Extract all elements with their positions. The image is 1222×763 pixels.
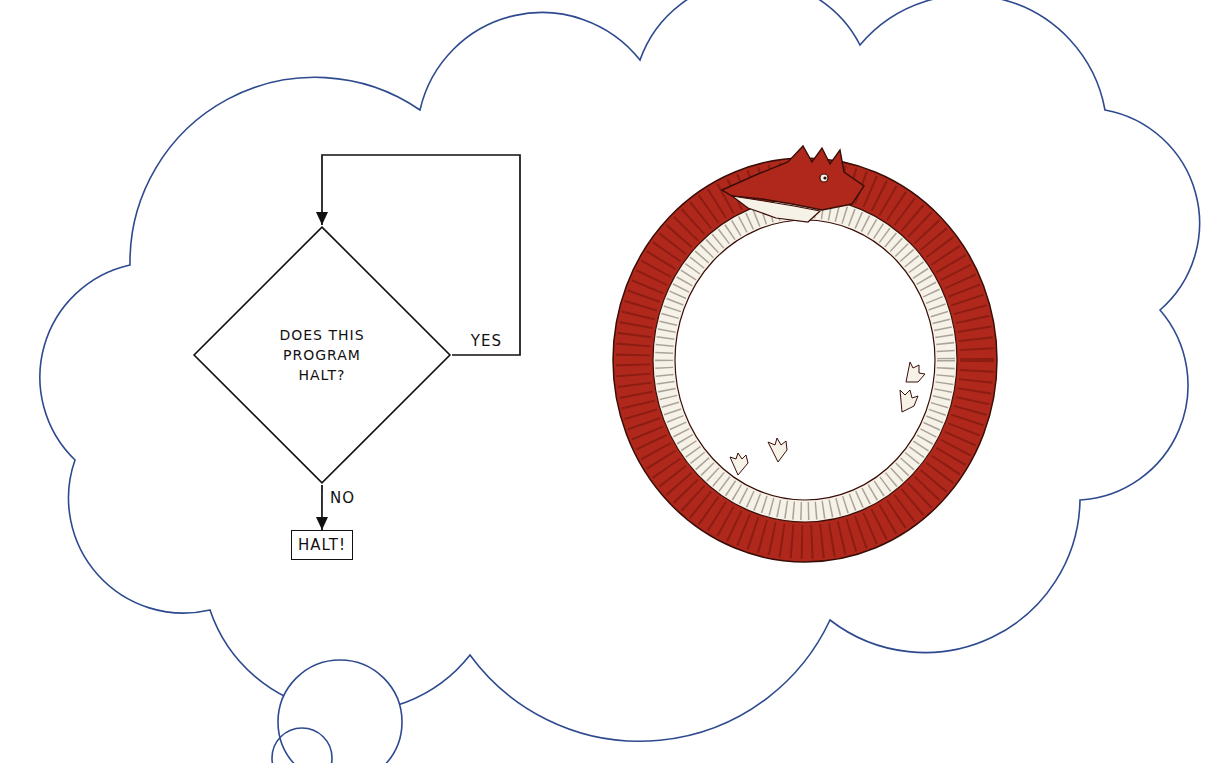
serpent-eye: [820, 174, 828, 182]
serpent-foot: [906, 362, 925, 382]
edge-label: NO: [328, 488, 357, 508]
box-text: HALT!: [298, 534, 346, 556]
halt-box: HALT!: [291, 530, 353, 560]
serpent-scales: [633, 178, 977, 542]
thought-bubble: [272, 728, 332, 763]
serpent-outline: [613, 158, 997, 562]
decision-text: DOES THIS PROGRAM HALT?: [263, 325, 381, 385]
diamond-shape: [194, 227, 450, 483]
serpent-foot: [768, 438, 787, 462]
belly-outline: [675, 220, 935, 500]
belly-scales: [664, 209, 946, 511]
edge-label: YES: [469, 331, 504, 351]
belly-outline: [653, 198, 957, 522]
serpent-jaw: [732, 196, 820, 222]
serpent-foot: [900, 390, 918, 412]
cloud-outline: [40, 0, 1200, 741]
decision-diamond: DOES THIS PROGRAM HALT?: [192, 225, 452, 485]
thought-bubble: [278, 660, 402, 763]
serpent-pupil: [823, 176, 826, 179]
serpent-foot: [730, 453, 748, 475]
serpent-belly: [664, 209, 946, 511]
serpent-body: [633, 178, 977, 542]
flow-connector: [321, 485, 323, 530]
